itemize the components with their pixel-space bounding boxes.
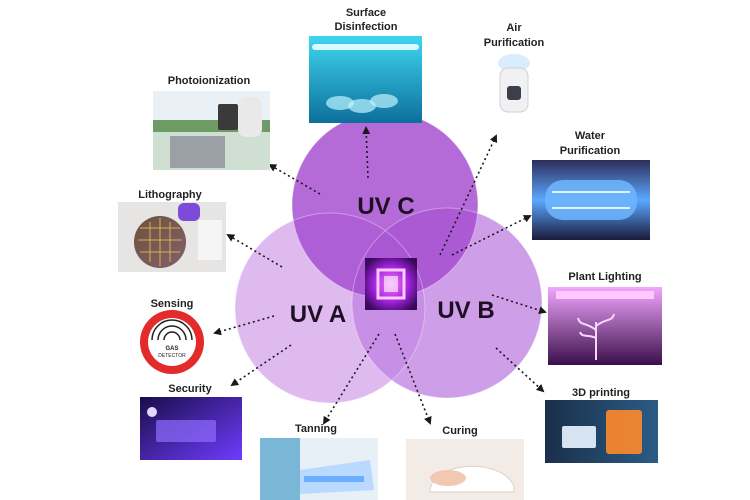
security-label: Security xyxy=(168,383,212,395)
center-uv-lamp-photo xyxy=(365,258,417,310)
sensing-label: Sensing xyxy=(151,298,194,310)
surface-disinfection-label-2: Disinfection xyxy=(335,21,398,33)
arrow-3d xyxy=(495,347,545,393)
uv-b-label: UV B xyxy=(437,297,494,324)
silicon-wafer-photo xyxy=(118,202,226,272)
gas-logo-text: GAS xyxy=(165,346,178,352)
tanning-label: Tanning xyxy=(295,423,337,435)
air-purification-label-2: Purification xyxy=(484,37,545,49)
curing-label: Curing xyxy=(442,425,477,437)
nail-curing-lamp-photo xyxy=(406,439,524,500)
lithography-label: Lithography xyxy=(138,189,202,201)
uv-c-circle xyxy=(292,112,478,298)
tanning-bed-photo xyxy=(260,438,378,500)
air-purifier-photo xyxy=(498,54,530,113)
water-purification-label-1: Water xyxy=(575,130,606,142)
uv-lamp-disinfection-photo xyxy=(309,36,422,123)
photoionization-label: Photoionization xyxy=(168,75,251,87)
arrow-security xyxy=(230,344,292,387)
uv-light-security-photo xyxy=(140,397,242,460)
detector-logo-text: DETECTOR xyxy=(158,353,186,359)
arrow-lithography xyxy=(226,233,283,268)
arrow-air xyxy=(439,134,498,256)
overlap-outline-b xyxy=(351,207,543,399)
overlap-outline-a xyxy=(234,212,426,404)
arrow-curing xyxy=(394,333,432,425)
grow-light-photo xyxy=(548,287,662,365)
uv-c-label: UV C xyxy=(357,193,414,220)
surface-disinfection-label-1: Surface xyxy=(346,7,386,19)
arrows xyxy=(213,126,547,425)
arrow-plant xyxy=(491,294,547,314)
uv-water-tube-photo xyxy=(532,160,650,240)
arrow-sensing xyxy=(213,315,275,336)
plant-lighting-label: Plant Lighting xyxy=(568,271,641,283)
water-purification-label-2: Purification xyxy=(560,145,621,157)
arrow-surface xyxy=(362,126,371,179)
photoionization-detector-photo xyxy=(153,91,270,170)
uv-a-label: UV A xyxy=(290,301,346,328)
resin-3d-printer-photo xyxy=(545,400,658,463)
gas-detector-logo: GAS DETECTOR xyxy=(140,310,204,374)
3d-printing-label: 3D printing xyxy=(572,387,630,399)
air-purification-label-1: Air xyxy=(506,22,522,34)
venn-circles xyxy=(234,111,543,404)
